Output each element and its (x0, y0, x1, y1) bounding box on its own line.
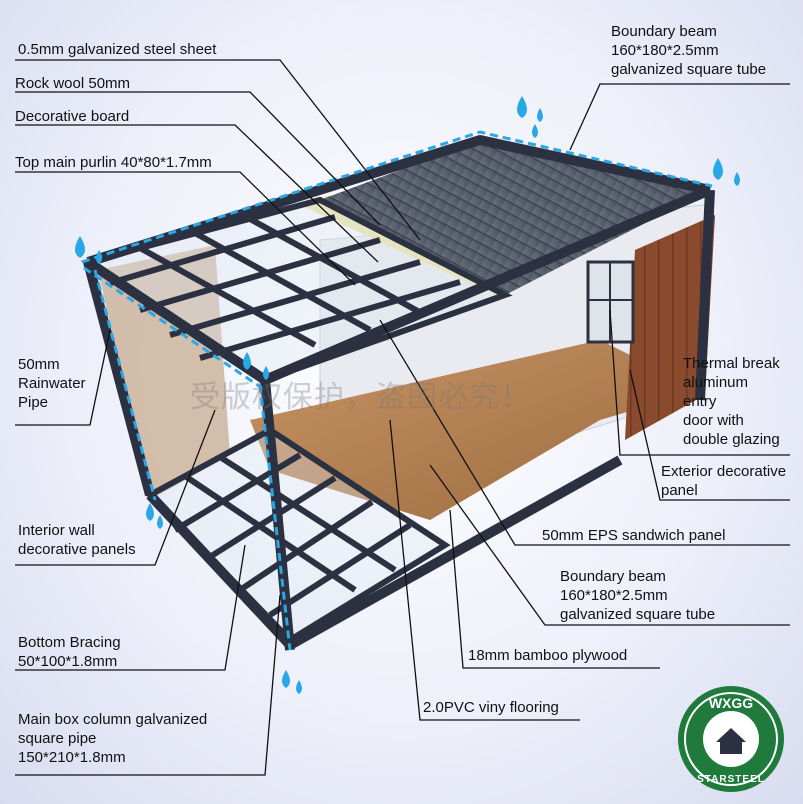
label-pvc-flooring: 2.0PVC viny flooring (423, 699, 559, 716)
label-interior-wall: Interior wall decorative panels (18, 522, 136, 558)
label-top-purlin: Top main purlin 40*80*1.7mm (15, 154, 212, 171)
label-decorative-board: Decorative board (15, 108, 130, 125)
label-bamboo-plywood: 18mm bamboo plywood (468, 647, 628, 664)
rainwater-path (81, 130, 713, 651)
wxgg-starsteel-logo: WXGG STARSTEEL (678, 686, 784, 792)
house-icon (716, 728, 746, 754)
label-steel-sheet: 0.5mm galvanized steel sheet (18, 41, 217, 58)
water-drop-icon (75, 96, 740, 694)
label-bottom-bracing: Bottom Bracing 50*100*1.8mm (18, 634, 121, 670)
exterior-decorative-panel (625, 215, 715, 440)
label-rock-wool: Rock wool 50mm (15, 75, 131, 92)
corrugated-roof (320, 140, 710, 295)
label-main-column: Main box column galvanized square pipe 1… (18, 711, 208, 766)
logo-bottom-text: STARSTEEL (697, 774, 765, 785)
leader-lines (15, 59, 790, 776)
watermark-text: 受版权保护，盗图必究！ (190, 380, 531, 415)
bamboo-floor (250, 340, 700, 520)
logo-top-text: WXGG (709, 695, 753, 711)
label-exterior-panel: Exterior decorative panel (661, 463, 787, 499)
top-purlin-grid (80, 196, 513, 384)
label-rainwater-pipe: 50mm Rainwater Pipe (18, 356, 86, 411)
label-eps-panel: 50mm EPS sandwich panel (542, 527, 726, 544)
interior-wall-panel (98, 245, 230, 500)
thermal-break-door (586, 260, 635, 344)
label-thermal-door: Thermal break aluminum entry door with d… (683, 355, 780, 448)
label-boundary-beam-top: Boundary beam 160*180*2.5mm galvanized s… (611, 23, 767, 78)
label-boundary-beam-mid: Boundary beam 160*180*2.5mm galvanized s… (560, 568, 716, 623)
bottom-bracing-grid (145, 426, 451, 644)
main-steel-frame (83, 135, 715, 651)
